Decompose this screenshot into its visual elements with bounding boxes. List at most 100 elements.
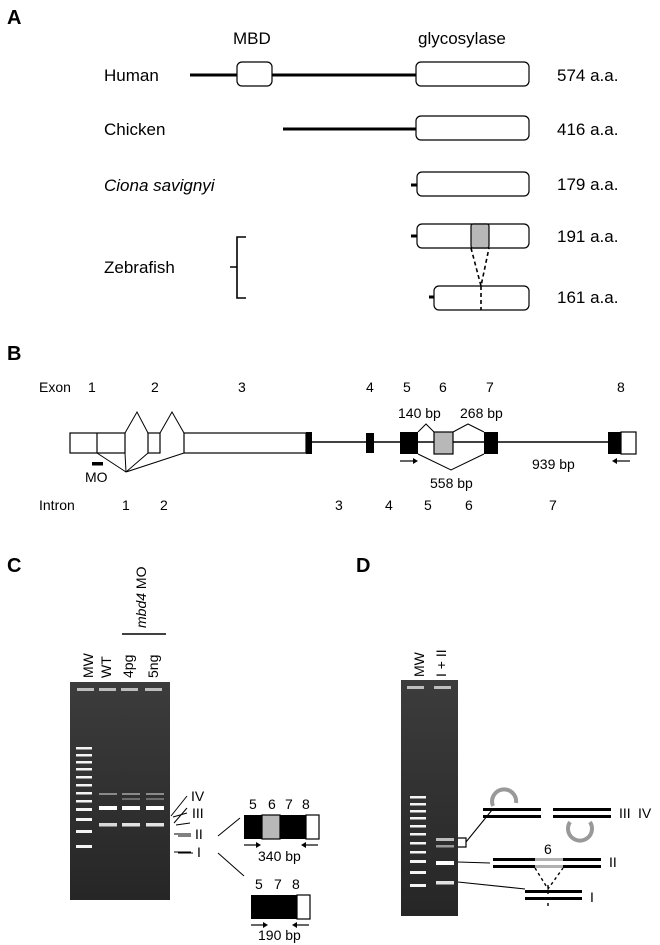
length-zebrafish-long: 191 a.a. [557,227,618,246]
mo-condition-label: mbd4 MO [133,566,149,628]
svg-text:6: 6 [268,796,276,812]
chicken-glycosylase-domain [415,115,530,141]
lane-label-i-plus-ii: I + II [433,649,449,677]
intron-number-2: 2 [160,497,168,513]
panel-a: A MBD glycosylase Human 574 a.a. Chicken… [7,7,618,311]
homoduplex-i [525,885,582,907]
gel-d-wells [407,686,451,689]
band-label-iv: IV [191,788,205,804]
exon-number-3: 3 [238,379,246,395]
mbd-domain-label: MBD [233,29,271,48]
heteroduplex-iv [553,808,611,843]
svg-text:8: 8 [302,796,310,812]
band-label-ii: II [195,826,203,842]
exon-number-8: 8 [617,379,625,395]
exon-number-5: 5 [403,379,411,395]
heteroduplex-iii [483,787,541,818]
length-ciona: 179 a.a. [557,175,618,194]
intron-number-3: 3 [335,497,343,513]
band-label-iii: III [192,805,204,821]
exon-7 [484,432,498,454]
human-glycosylase-domain [415,61,530,87]
homoduplex-ii: 6 [493,841,601,891]
label-939-bp: 939 bp [532,456,575,472]
gel-c-ladder [76,747,92,848]
exon-8-coding [608,432,621,454]
exon-row-title: Exon [39,379,71,395]
exon6-inclusion-splice [417,423,485,433]
panel-d-label: D [356,555,370,577]
gel-c-sample-bands [99,793,164,827]
band-label-i: I [197,844,201,860]
product-190bp-size: 190 bp [258,927,301,943]
exon-2 [147,432,161,454]
product-190bp-diagram: 5 7 8 190 bp [251,876,311,943]
product-340bp-diagram: 5 6 7 8 340 bp [244,796,320,864]
band-label-leaders-c [170,795,191,853]
panel-a-label: A [7,7,21,29]
glycosylase-domain-label: glycosylase [418,29,506,48]
gel-image-c [70,682,170,900]
splice-upper-lines [124,410,185,434]
intron-number-1: 1 [122,497,130,513]
morpholino-target-mark [92,462,103,466]
intron-number-6: 6 [465,497,473,513]
species-chicken: Chicken [104,120,165,139]
lane-label-mw: MW [80,652,96,678]
intron-number-4: 4 [385,497,393,513]
svg-text:7: 7 [285,796,293,812]
intron-number-5: 5 [424,497,432,513]
species-ciona: Ciona savignyi [104,176,216,195]
exon-6 [433,431,454,455]
label-558-bp: 558 bp [430,475,473,491]
exon-3-coding-end [306,432,312,454]
svg-text:8: 8 [292,876,300,892]
exon-number-6: 6 [439,379,447,395]
exon-5 [400,432,418,454]
ciona-glycosylase-domain [416,171,530,197]
zebrafish-bracket [230,236,246,299]
exon-4 [366,433,374,453]
band-label-iii-d: III [619,805,631,821]
lane-label-dose-5ng: 5ng [145,655,161,678]
band-bracket-iii-iv [458,837,467,848]
lane-label-dose-4pg: 4pg [120,655,136,678]
panel-d: D MW I + II [356,555,652,916]
panel-b-label: B [7,343,21,365]
exon6-skip-splice [417,453,485,471]
intron-number-7: 7 [549,497,557,513]
svg-text:6: 6 [544,841,552,857]
panel-b: B Exon 1 2 3 4 5 6 7 8 140 bp 268 bp [7,343,637,513]
gel-image-d [401,680,458,916]
exon-number-1: 1 [88,379,96,395]
gel-d-ladder [410,796,426,887]
human-mbd-domain [236,61,273,87]
panel-c-label: C [7,555,21,577]
exon-number-7: 7 [486,379,494,395]
band-label-ii-d: II [609,854,617,870]
exon-8-utr [620,431,637,455]
length-zebrafish-short: 161 a.a. [557,288,618,307]
exon-3 [183,432,307,454]
product-340bp-size: 340 bp [258,848,301,864]
label-268-bp: 268 bp [460,405,503,421]
species-human: Human [104,66,159,85]
exon-number-4: 4 [366,379,374,395]
splice-lower-lines [96,452,185,473]
exon-number-2: 2 [151,379,159,395]
svg-text:5: 5 [255,876,263,892]
lane-label-mw-d: MW [411,651,427,677]
zebrafish-splice-dashes [470,247,490,287]
band-label-iv-d: IV [638,805,652,821]
lane-label-wt: WT [98,656,114,678]
length-chicken: 416 a.a. [557,120,618,139]
length-human: 574 a.a. [557,66,618,85]
label-140-bp: 140 bp [398,405,441,421]
band-label-i-d: I [590,889,594,905]
intron-row-title: Intron [39,497,75,513]
morpholino-label: MO [85,469,108,485]
svg-text:7: 7 [274,876,282,892]
zebrafish-exon6-insert [470,223,490,249]
gel-c-wells [77,688,162,691]
